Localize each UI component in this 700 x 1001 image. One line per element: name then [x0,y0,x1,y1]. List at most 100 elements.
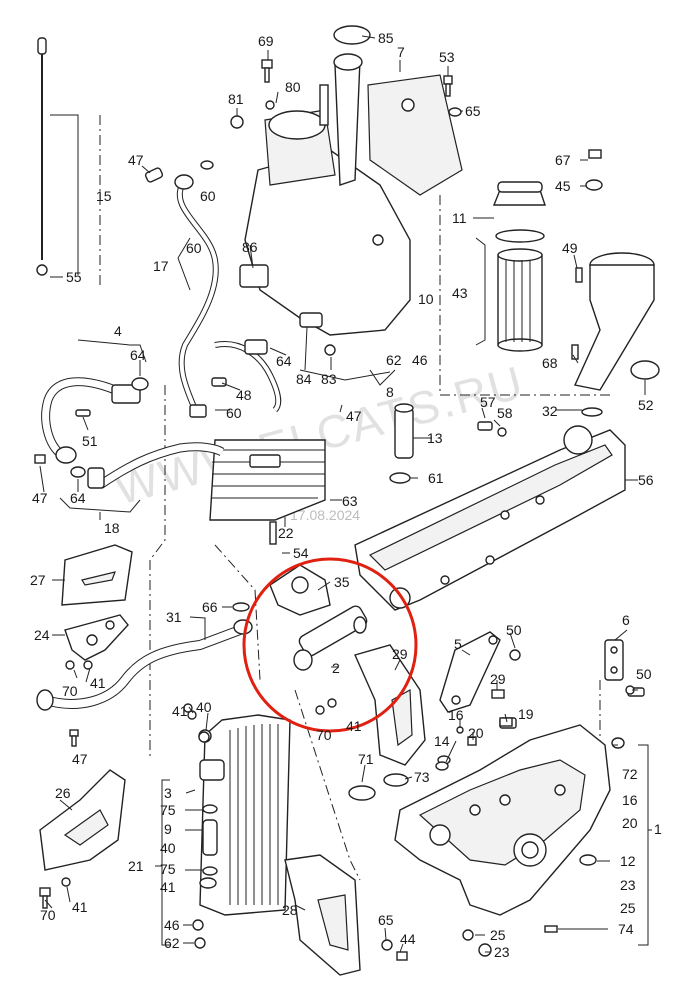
callout-20: 20 [622,815,638,831]
callout-57: 57 [480,394,496,410]
callout-16: 16 [622,792,638,808]
callout-47: 47 [128,152,144,168]
callout-9: 9 [164,821,172,837]
top-fasteners [230,59,462,129]
highlight-circle [242,557,418,733]
tube-13 [389,403,414,484]
callout-41: 41 [346,718,362,734]
callout-19: 19 [518,706,534,722]
callout-70: 70 [40,907,56,923]
callout-47: 47 [32,490,48,506]
callout-25: 25 [620,900,636,916]
callout-80: 80 [285,79,301,95]
callout-52: 52 [638,397,654,413]
callout-41: 41 [160,879,176,895]
callout-72: 72 [622,766,638,782]
callout-8: 8 [386,384,394,400]
callout-28: 28 [282,902,298,918]
callout-50: 50 [636,666,652,682]
callout-65: 65 [378,912,394,928]
callout-23: 23 [494,944,510,960]
callout-32: 32 [542,403,558,419]
callout-75: 75 [160,861,176,877]
callout-2: 2 [332,660,340,676]
callout-13: 13 [427,430,443,446]
callout-81: 81 [228,91,244,107]
bracket-29 [354,631,501,766]
callout-15: 15 [96,188,112,204]
callout-40: 40 [196,699,212,715]
callout-46: 46 [164,917,180,933]
callout-70: 70 [316,727,332,743]
callout-55: 55 [66,269,82,285]
callout-61: 61 [428,470,444,486]
heat-shields [39,769,361,976]
callout-47: 47 [72,751,88,767]
callout-44: 44 [400,931,416,947]
callout-3: 3 [164,785,172,801]
leader-lines [39,35,652,953]
callout-4: 4 [114,323,122,339]
callout-83: 83 [321,371,337,387]
callout-48: 48 [236,387,252,403]
callout-11: 11 [452,210,467,226]
flange-35-and-pipe-2 [269,564,368,671]
oil-tank-housing [244,25,463,336]
callout-1: 1 [654,821,662,837]
callout-70: 70 [62,683,78,699]
callout-73: 73 [414,769,430,785]
callout-64: 64 [130,347,146,363]
callout-56: 56 [638,472,654,488]
callout-25: 25 [490,927,506,943]
callout-66: 66 [202,599,218,615]
callout-60: 60 [186,240,202,256]
callout-6: 6 [622,612,630,628]
watermark-date: 17.08.2024 [290,507,360,523]
callout-67: 67 [555,152,571,168]
callout-71: 71 [358,751,374,767]
bracket-6 [604,639,645,697]
callout-31: 31 [166,609,182,625]
callout-45: 45 [555,178,571,194]
callout-53: 53 [439,49,455,65]
callout-51: 51 [82,433,98,449]
callout-14: 14 [434,733,450,749]
callout-85: 85 [378,30,394,46]
callout-29: 29 [392,646,408,662]
callout-7: 7 [397,44,405,60]
oil-pump-assembly [348,717,625,916]
callout-41: 41 [172,703,188,719]
callout-46: 46 [412,352,428,368]
callout-68: 68 [542,355,558,371]
callout-65: 65 [465,103,481,119]
callout-18: 18 [104,520,120,536]
callout-49: 49 [562,240,578,256]
callout-54: 54 [293,545,309,561]
breather-hoses [144,160,336,418]
heat-exchanger [187,710,291,949]
callout-23: 23 [620,877,636,893]
callout-60: 60 [226,405,242,421]
callout-20: 20 [468,725,484,741]
brackets-left [61,544,133,661]
callout-62: 62 [164,935,180,951]
callout-27: 27 [30,572,46,588]
callout-16: 16 [448,707,464,723]
callout-75: 75 [160,802,176,818]
callout-50: 50 [506,622,522,638]
callout-63: 63 [342,493,358,509]
callout-12: 12 [620,853,636,869]
callout-47: 47 [346,408,362,424]
callout-10: 10 [418,291,434,307]
bottom-fasteners [39,649,635,961]
callout-40: 40 [160,840,176,856]
callout-41: 41 [72,899,88,915]
callout-35: 35 [334,574,350,590]
callout-84: 84 [296,371,312,387]
oil-cooler [209,439,326,545]
callout-5: 5 [454,636,462,652]
pipe-4 [34,377,225,489]
dipstick [36,37,79,276]
callout-21: 21 [128,858,144,874]
